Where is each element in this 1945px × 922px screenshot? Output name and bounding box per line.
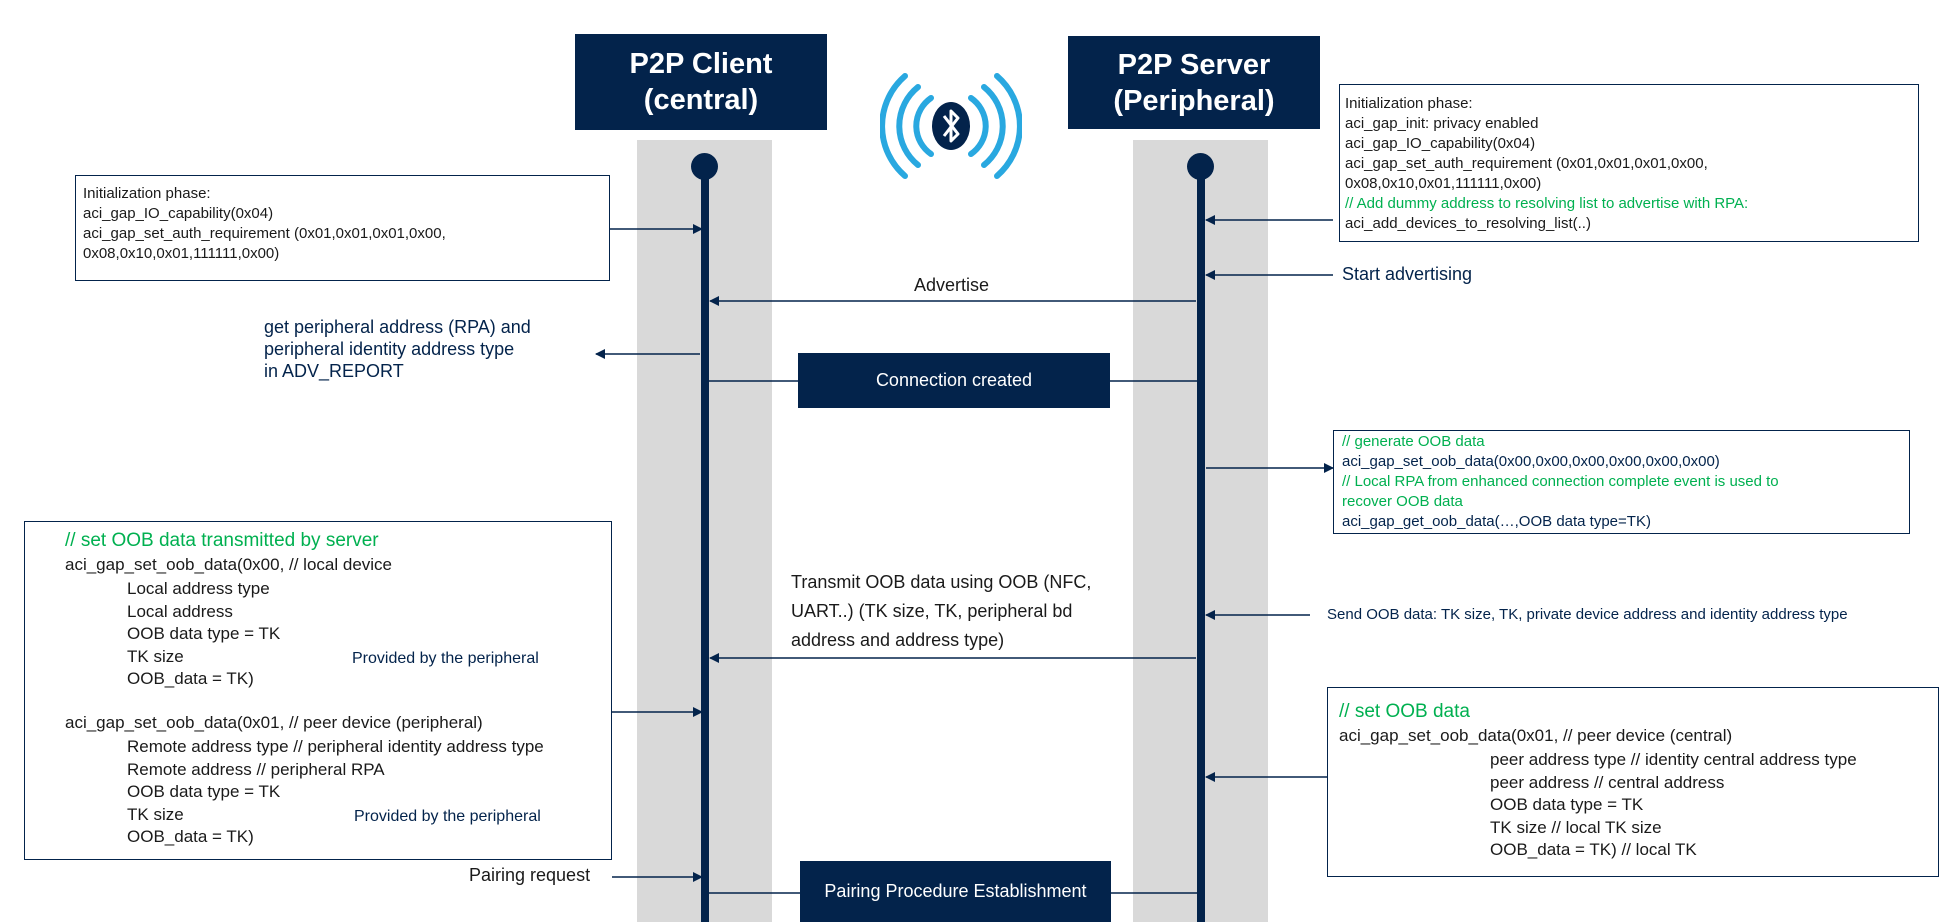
client-oob-param: Remote address type // peripheral identi… xyxy=(127,737,544,756)
client-oob-param: Remote address // peripheral RPA xyxy=(127,759,385,779)
server-init-line: aci_gap_set_auth_requirement (0x01,0x01,… xyxy=(1345,155,1708,172)
transmit-oob-line: Transmit OOB data using OOB (NFC, xyxy=(791,572,1092,592)
provided-by-peripheral-2: Provided by the peripheral xyxy=(354,808,541,825)
client-init-box: Initialization phase: aci_gap_IO_capabil… xyxy=(75,175,610,281)
server-oob-param: TK size // local TK size xyxy=(1490,817,1662,837)
client-oob-call2: aci_gap_set_oob_data(0x01, // peer devic… xyxy=(65,713,483,732)
server-init-box: Initialization phase: aci_gap_init: priv… xyxy=(1339,84,1919,242)
client-oob-call1: aci_gap_set_oob_data(0x00, // local devi… xyxy=(65,555,393,574)
client-init-line: Initialization phase: xyxy=(83,185,211,202)
client-init-line: aci_gap_set_auth_requirement (0x01,0x01,… xyxy=(83,225,446,242)
server-oob-comment: // set OOB data xyxy=(1339,701,1470,722)
client-header-role: (central) xyxy=(643,84,759,116)
advertise-label: Advertise xyxy=(914,275,990,295)
server-oob-param: OOB_data = TK) // local TK xyxy=(1490,840,1697,859)
server-header: P2P Server (Peripheral) xyxy=(1068,36,1320,129)
oob-generate-comment: recover OOB data xyxy=(1342,493,1463,510)
client-set-oob-box: // set OOB data transmitted by server ac… xyxy=(24,521,612,860)
client-oob-param: TK size xyxy=(127,804,184,824)
server-oob-param: OOB data type = TK xyxy=(1490,795,1644,814)
oob-generate-line: aci_gap_set_oob_data(0x00,0x00,0x00,0x00… xyxy=(1342,453,1720,470)
client-oob-call1-params: Local address type Local address OOB dat… xyxy=(127,578,280,691)
provided-by-peripheral-1: Provided by the peripheral xyxy=(352,650,539,667)
transmit-oob-line: UART..) (TK size, TK, peripheral bd xyxy=(791,601,1073,621)
server-oob-generate-box: // generate OOB data aci_gap_set_oob_dat… xyxy=(1333,430,1910,534)
start-advertising-label: Start advertising xyxy=(1342,264,1473,284)
server-init-line: aci_add_devices_to_resolving_list(..) xyxy=(1345,215,1591,232)
transmit-oob-line: address and address type) xyxy=(791,630,1005,650)
client-oob-param: OOB_data = TK) xyxy=(127,669,254,688)
bluetooth-icon xyxy=(880,73,1022,179)
transmit-oob-label: Transmit OOB data using OOB (NFC, UART..… xyxy=(791,568,1091,655)
client-oob-param: Local address type xyxy=(127,579,270,598)
client-init-line: aci_gap_IO_capability(0x04) xyxy=(83,205,274,222)
server-lifeline-start xyxy=(1187,153,1214,180)
server-init-line: aci_gap_init: privacy enabled xyxy=(1345,115,1539,132)
client-lifeline xyxy=(701,166,709,922)
client-header: P2P Client (central) xyxy=(575,34,827,130)
client-oob-param: Local address xyxy=(127,601,233,621)
oob-generate-comment: // generate OOB data xyxy=(1342,433,1485,450)
pairing-request-label: Pairing request xyxy=(469,865,591,885)
server-header-role: (Peripheral) xyxy=(1113,84,1275,117)
pairing-procedure-banner: Pairing Procedure Establishment xyxy=(800,861,1111,922)
server-init-line: Initialization phase: xyxy=(1345,95,1473,112)
client-oob-param: OOB data type = TK xyxy=(127,624,281,643)
server-init-line: 0x08,0x10,0x01,111111,0x00) xyxy=(1345,175,1542,192)
adv-report-note: get peripheral address (RPA) and periphe… xyxy=(264,316,531,382)
connection-created-banner: Connection created xyxy=(798,353,1110,408)
adv-report-note-line: peripheral identity address type xyxy=(264,339,515,359)
send-oob-label: Send OOB data: TK size, TK, private devi… xyxy=(1327,606,1848,623)
adv-report-note-line: in ADV_REPORT xyxy=(264,361,404,381)
client-lifeline-start xyxy=(691,153,718,180)
server-header-title: P2P Server xyxy=(1117,48,1271,81)
server-oob-call: aci_gap_set_oob_data(0x01, // peer devic… xyxy=(1339,726,1733,745)
client-oob-param: TK size xyxy=(127,646,184,666)
client-init-line: 0x08,0x10,0x01,111111,0x00) xyxy=(83,245,280,262)
server-lifeline xyxy=(1197,166,1205,922)
server-set-oob-box: // set OOB data aci_gap_set_oob_data(0x0… xyxy=(1327,687,1939,877)
client-oob-param: OOB_data = TK) xyxy=(127,827,254,846)
client-oob-param: OOB data type = TK xyxy=(127,782,281,801)
oob-generate-line: aci_gap_get_oob_data(…,OOB data type=TK) xyxy=(1342,513,1651,530)
server-init-comment: // Add dummy address to resolving list t… xyxy=(1345,195,1749,212)
server-oob-param: peer address type // identity central ad… xyxy=(1490,750,1857,769)
client-header-title: P2P Client xyxy=(629,48,773,80)
adv-report-note-line: get peripheral address (RPA) and xyxy=(264,317,531,337)
server-init-line: aci_gap_IO_capability(0x04) xyxy=(1345,135,1536,152)
server-oob-params: peer address type // identity central ad… xyxy=(1490,749,1857,862)
oob-generate-comment: // Local RPA from enhanced connection co… xyxy=(1342,473,1779,490)
client-oob-call2-params: Remote address type // peripheral identi… xyxy=(127,736,544,849)
server-oob-param: peer address // central address xyxy=(1490,772,1725,792)
client-oob-comment: // set OOB data transmitted by server xyxy=(65,530,379,551)
